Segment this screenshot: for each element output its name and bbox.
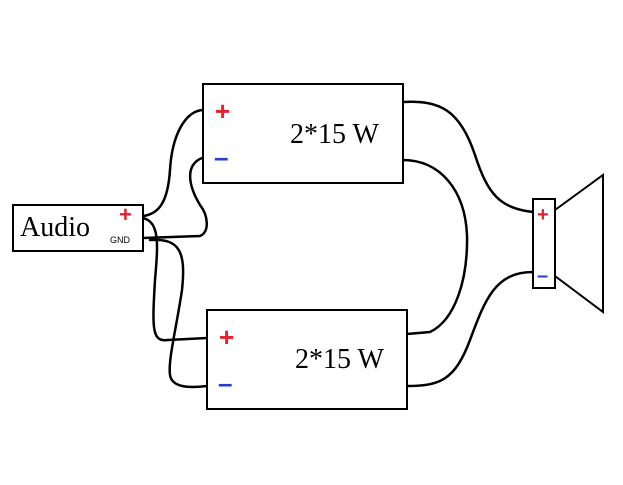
amplifier-bottom-box — [206, 309, 408, 410]
amplifier-top-box — [202, 83, 404, 184]
amplifier-bottom-minus-sign: – — [218, 368, 232, 398]
speaker: + – — [532, 173, 604, 314]
wire-audio-plus-to-bottom-amp-plus — [141, 216, 209, 342]
amplifier-bottom-rating: 2*15 W — [295, 344, 384, 375]
amplifier-top: + – 2*15 W — [202, 83, 404, 184]
speaker-cone — [554, 173, 604, 314]
speaker-plus-sign: + — [537, 204, 549, 226]
wire-audio-plus-to-top-amp-plus — [141, 108, 204, 218]
audio-source: Audio + GND — [12, 202, 144, 252]
audio-source-box — [12, 204, 144, 252]
amplifier-top-plus-sign: + — [215, 96, 230, 126]
speaker-minus-sign: – — [537, 265, 548, 287]
amplifier-bottom: + – 2*15 W — [206, 309, 408, 410]
wire-audio-gnd-to-top-amp-minus — [141, 156, 208, 240]
amplifier-bottom-plus-sign: + — [219, 322, 234, 352]
wire-bottom-amp-out-to-speaker-minus — [405, 270, 535, 388]
amplifier-top-rating: 2*15 W — [290, 119, 379, 150]
wire-top-amp-out-to-bottom-amp-out — [401, 158, 469, 336]
wire-top-amp-out-to-speaker-plus — [401, 100, 535, 214]
speaker-magnet — [532, 198, 556, 289]
audio-label: Audio — [20, 212, 90, 243]
audio-gnd-label: GND — [110, 235, 131, 245]
amplifier-top-minus-sign: – — [214, 142, 228, 172]
wire-audio-gnd-to-bottom-amp-minus — [148, 238, 209, 389]
wires — [141, 100, 535, 389]
audio-plus-sign: + — [119, 202, 132, 227]
